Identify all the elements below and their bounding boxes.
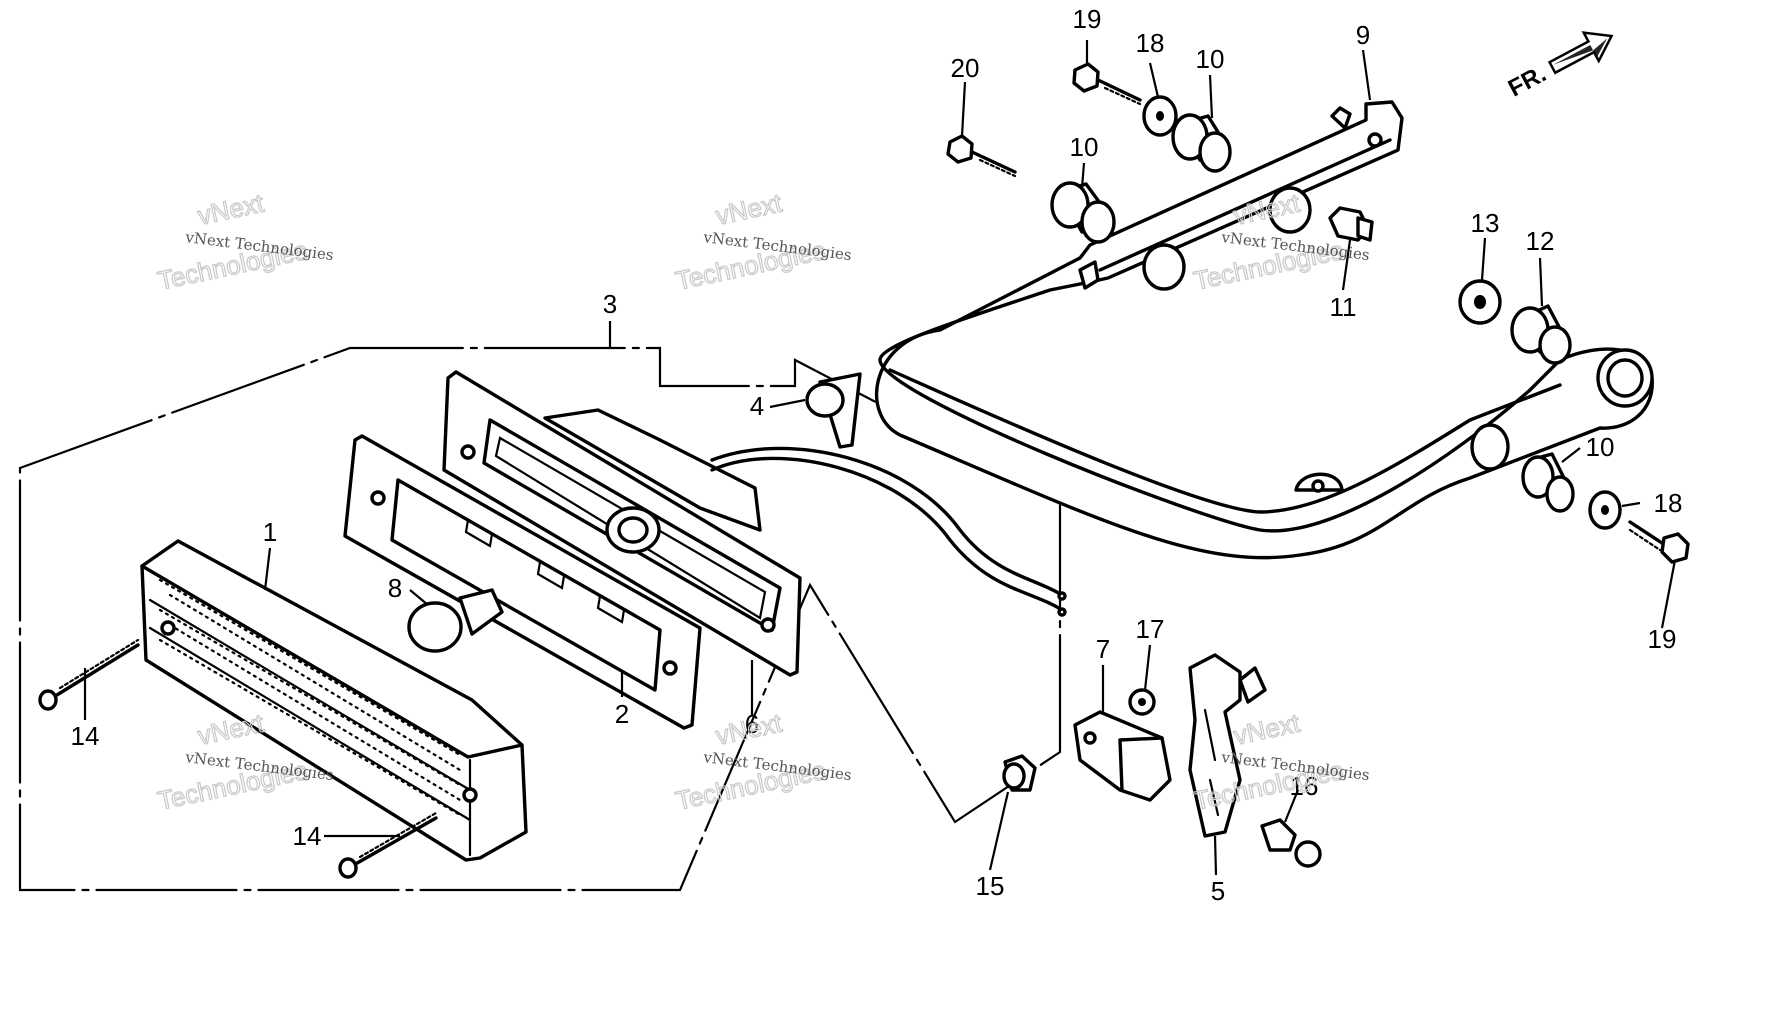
callout-10-left: 10 (1070, 132, 1099, 162)
callout-6: 6 (745, 709, 759, 739)
callout-3: 3 (603, 289, 617, 319)
gasket-part (343, 434, 702, 730)
bolt-16 (1260, 818, 1322, 868)
callout-1: 1 (263, 517, 277, 547)
callout-15: 15 (976, 871, 1005, 901)
callout-19-right: 19 (1648, 624, 1677, 654)
callout-10-top: 10 (1196, 44, 1225, 74)
leader-lines (83, 40, 1677, 876)
washer-18-top (1142, 95, 1178, 137)
callout-9: 9 (1356, 20, 1370, 50)
watermark-bottom-center: vNext Technologies vNext Technologies (672, 707, 852, 817)
callout-16: 16 (1290, 771, 1319, 801)
callout-10-right: 10 (1586, 432, 1615, 462)
bolt-19-right (1628, 520, 1690, 564)
lens-part (140, 539, 528, 862)
damper-10-left (1050, 181, 1116, 244)
callout-19-top: 19 (1073, 4, 1102, 34)
housing-base-part (442, 370, 802, 677)
nut-17 (1128, 688, 1156, 716)
bolt-19-top (1072, 62, 1142, 106)
svg-text:vNext: vNext (195, 708, 267, 751)
front-direction-label: FR. (1504, 60, 1551, 102)
callout-11: 11 (1330, 292, 1357, 322)
damper-10-top (1171, 113, 1232, 173)
svg-text:vNext: vNext (1231, 708, 1303, 751)
callout-18-right: 18 (1654, 488, 1683, 518)
wire-harness (710, 456, 1064, 612)
washer-13 (1458, 279, 1502, 325)
callout-18-top: 18 (1136, 28, 1165, 58)
grommet-part (805, 372, 862, 449)
svg-text:vNext: vNext (713, 708, 785, 751)
spacer-15 (1002, 754, 1037, 792)
callout-14-lower: 14 (293, 821, 322, 851)
callout-numbers: 1 2 3 4 5 6 7 8 9 10 10 10 11 12 13 14 1… (71, 4, 1683, 906)
bulb-part (407, 588, 504, 653)
watermark-top-center: vNext Technologies vNext Technologies (672, 187, 852, 297)
callout-12: 12 (1526, 226, 1555, 256)
front-direction-arrow-icon: FR. (1504, 31, 1614, 102)
callout-17: 17 (1136, 614, 1165, 644)
plate-bracket-5-part (1188, 653, 1267, 838)
callout-8: 8 (388, 573, 402, 603)
callout-4: 4 (750, 391, 764, 421)
callout-2: 2 (615, 699, 629, 729)
collar-12 (1510, 304, 1572, 365)
washer-18-right (1588, 490, 1622, 530)
bracket-stay-part (875, 100, 1654, 560)
callout-20: 20 (951, 53, 980, 83)
callout-14-upper: 14 (71, 721, 100, 751)
callout-7: 7 (1096, 634, 1110, 664)
screw-14-upper (38, 638, 140, 711)
watermark-top-right: vNext Technologies vNext Technologies (1190, 187, 1370, 297)
svg-text:vNext: vNext (195, 188, 267, 231)
holder-7-part (1073, 710, 1172, 802)
nut-11 (1328, 206, 1374, 242)
svg-text:vNext: vNext (713, 188, 785, 231)
callout-13: 13 (1471, 208, 1500, 238)
callout-5: 5 (1211, 876, 1225, 906)
bolt-20 (946, 134, 1017, 178)
watermark-top-left: vNext Technologies vNext Technologies (154, 187, 334, 297)
damper-10-right (1521, 452, 1575, 513)
